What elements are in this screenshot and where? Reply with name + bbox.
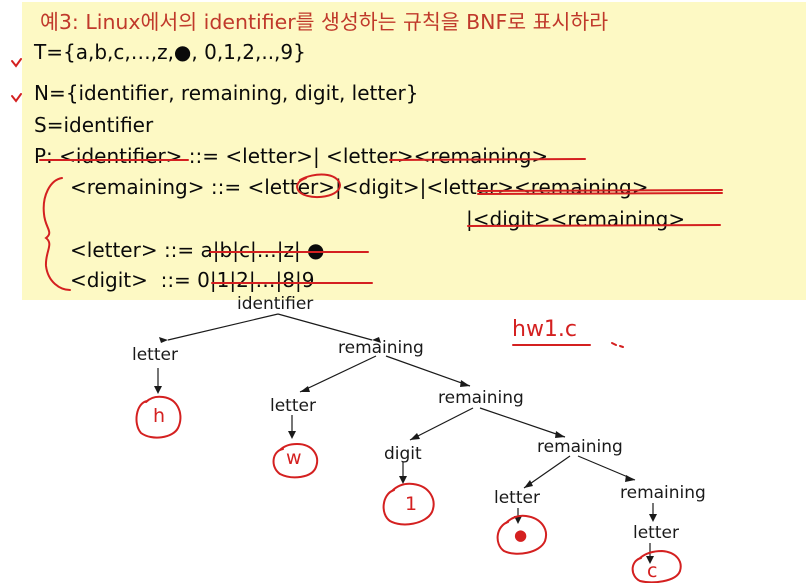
underline-letter-remaining-2b bbox=[477, 192, 723, 195]
arrowheads bbox=[154, 337, 657, 564]
tree-leaf-dot: ● bbox=[514, 526, 528, 544]
tree-node-identifier: identifier bbox=[237, 294, 314, 314]
arrowhead bbox=[514, 516, 522, 524]
arrowhead bbox=[460, 380, 470, 387]
arrowhead bbox=[399, 476, 407, 484]
nonterminals-line: N={identifier, remaining, digit, letter} bbox=[34, 81, 419, 105]
edge-remaining-remaining4 bbox=[577, 455, 636, 481]
handwritten-filename: hw1.c bbox=[512, 317, 578, 342]
handwritten-marks bbox=[11, 58, 723, 583]
slide-title: 예3: Linux에서의 identifier를 생성하는 규칙을 BNF로 표… bbox=[40, 10, 609, 34]
terminals-line: T={a,b,c,…,z,●, 0,1,2,..,9} bbox=[34, 40, 306, 64]
circle-leaf-dot bbox=[496, 514, 547, 555]
production-remaining-continued: |<digit><remaining> bbox=[466, 207, 686, 231]
tree-node-remaining: remaining bbox=[438, 388, 524, 408]
tree-node-letter: letter bbox=[132, 345, 178, 365]
arrowhead bbox=[649, 514, 657, 522]
tree-leaf-w: w bbox=[286, 447, 302, 469]
start-symbol-line: S=identifier bbox=[34, 113, 154, 137]
arrowhead bbox=[288, 431, 296, 439]
arrowhead bbox=[159, 337, 168, 343]
edge-identifier-remaining bbox=[277, 313, 373, 341]
edge-remaining-digit bbox=[409, 407, 474, 441]
tree-leaf-1: 1 bbox=[405, 493, 418, 515]
circle-leaf-1 bbox=[382, 482, 435, 526]
edge-identifier-letter bbox=[167, 313, 279, 341]
production-digit: <digit> ::= 0|1|2|…|8|9 bbox=[70, 268, 315, 292]
production-remaining: <remaining> ::= <letter>|<digit>|<letter… bbox=[70, 175, 649, 199]
arrowhead bbox=[300, 386, 310, 392]
arrowhead bbox=[555, 431, 565, 438]
production-letter: <letter> ::= a|b|c|…|z| ● bbox=[70, 238, 325, 262]
production-identifier: P: <identifier> ::= <letter>| <letter><r… bbox=[34, 144, 549, 168]
check-mark bbox=[11, 93, 22, 103]
circle-leaf-w bbox=[272, 442, 318, 479]
circle-leaf-c bbox=[631, 549, 682, 583]
arrowhead bbox=[410, 433, 420, 440]
underline-letter-remaining-2 bbox=[477, 189, 723, 192]
edge-remaining-letter bbox=[299, 355, 377, 393]
tree-node-letter: letter bbox=[494, 488, 540, 508]
tree-node-digit: digit bbox=[384, 444, 422, 464]
arrowhead bbox=[154, 386, 162, 394]
tree-node-remaining: remaining bbox=[338, 338, 424, 358]
underline-digit-remaining bbox=[467, 224, 721, 227]
arrowhead bbox=[625, 475, 635, 482]
tree-node-remaining: remaining bbox=[537, 437, 623, 457]
tree-leaf-h: h bbox=[153, 405, 166, 427]
arrowhead bbox=[524, 480, 533, 488]
underline-letter-remaining bbox=[389, 158, 586, 161]
arrowhead bbox=[372, 337, 381, 343]
circle-around-letter bbox=[296, 173, 342, 198]
tree-node-letter: letter bbox=[270, 396, 316, 416]
check-mark bbox=[11, 58, 22, 68]
edge-remaining-remaining bbox=[385, 355, 471, 387]
edge-remaining-remaining2 bbox=[479, 407, 566, 438]
tree-node-letter: letter bbox=[633, 523, 679, 543]
arrowhead bbox=[646, 556, 654, 564]
slide-text-box bbox=[22, 2, 806, 300]
tree-leaf-c: c bbox=[647, 560, 658, 582]
circle-leaf-h bbox=[135, 395, 182, 439]
brace-curve bbox=[42, 177, 71, 291]
tree-node-remaining: remaining bbox=[620, 483, 706, 503]
pen-marks bbox=[611, 342, 624, 348]
edge-remaining-letter3 bbox=[523, 455, 571, 489]
